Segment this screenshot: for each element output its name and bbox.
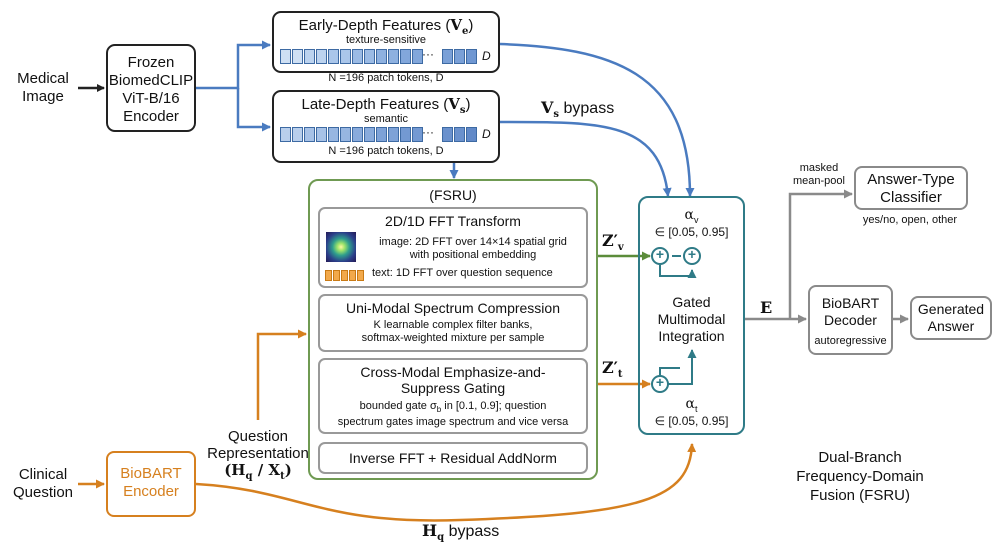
early-features-desc: texture-sensitive <box>345 34 427 46</box>
late-dots: ··· <box>422 125 434 139</box>
late-features-desc: semantic <box>363 113 409 125</box>
text-token-icon <box>325 268 365 286</box>
arrow-hq-bypass <box>195 443 697 522</box>
early-dim: D <box>482 49 491 63</box>
arrow-question-to-fsru <box>256 329 307 420</box>
compression-title: Uni-Modal Spectrum Compression <box>346 300 560 316</box>
early-features-box: Early-Depth Features (Ve) texture-sensit… <box>272 11 500 73</box>
fft-spectrum-icon <box>326 232 356 262</box>
arrow-encoder-to-early <box>196 40 271 90</box>
late-token-row <box>280 127 424 147</box>
classifier-desc: yes/no, open, other <box>862 214 958 226</box>
arrow-early-to-gated <box>499 42 695 197</box>
loop-top <box>659 265 697 278</box>
late-dim: D <box>482 127 491 141</box>
cross-modal-gating-box: Cross-Modal Emphasize-and-Suppress Gatin… <box>318 358 588 434</box>
early-dots: ··· <box>422 47 434 61</box>
fsru-title: (FSRU) <box>429 187 477 203</box>
early-caption: N =196 patch tokens, D <box>328 72 444 84</box>
alpha-t: αt <box>685 396 698 414</box>
hq-bypass-label: Hq bypass <box>422 521 500 544</box>
fft-text-desc: text: 1D FFT over question sequence <box>372 267 553 279</box>
arrow-vs-bypass <box>499 120 672 197</box>
zt-label: Z′t <box>602 358 623 381</box>
plus-sign-3: + <box>655 374 665 390</box>
late-features-title: Late-Depth Features (Vs) <box>301 95 471 116</box>
plus-sign-2: + <box>687 246 697 262</box>
plus-node-3 <box>651 375 669 393</box>
inverse-fft-title: Inverse FFT + Residual AddNorm <box>349 450 557 466</box>
gating-title: Cross-Modal Emphasize-and-Suppress Gatin… <box>360 364 546 396</box>
gating-desc: bounded gate σb in [0.1, 0.9]; question … <box>337 400 569 429</box>
late-features-box: Late-Depth Features (Vs) semantic ··· D … <box>272 90 500 163</box>
arrow-to-classifier <box>788 189 853 319</box>
late-caption: N =196 patch tokens, D <box>328 145 444 157</box>
plus-node-1 <box>651 247 669 265</box>
plus-node-2 <box>683 247 701 265</box>
spectrum-compression-box: Uni-Modal Spectrum Compression K learnab… <box>318 294 588 352</box>
fft-title: 2D/1D FFT Transform <box>385 213 521 229</box>
arrow-encoder-to-late <box>236 88 271 132</box>
compression-desc: K learnable complex filter banks,softmax… <box>361 319 545 344</box>
early-token-row <box>280 49 424 69</box>
zv-label: Z′v <box>602 231 624 254</box>
plus-sign-1: + <box>655 246 665 262</box>
early-features-title: Early-Depth Features (Ve) <box>298 16 474 37</box>
range-t: ∈ [0.05, 0.95] <box>654 414 729 428</box>
range-v: ∈ [0.05, 0.95] <box>654 225 729 239</box>
fft-transform-box: 2D/1D FFT Transform image: 2D FFT over 1… <box>318 207 588 288</box>
alpha-v: αv <box>684 207 699 225</box>
e-label: E <box>760 298 773 317</box>
inverse-fft-box: Inverse FFT + Residual AddNorm <box>318 442 588 474</box>
fsru-box: (FSRU) 2D/1D FFT Transform image: 2D FFT… <box>308 179 598 480</box>
vs-bypass-label: Vs bypass <box>541 98 615 121</box>
loop-bottom <box>668 349 697 385</box>
